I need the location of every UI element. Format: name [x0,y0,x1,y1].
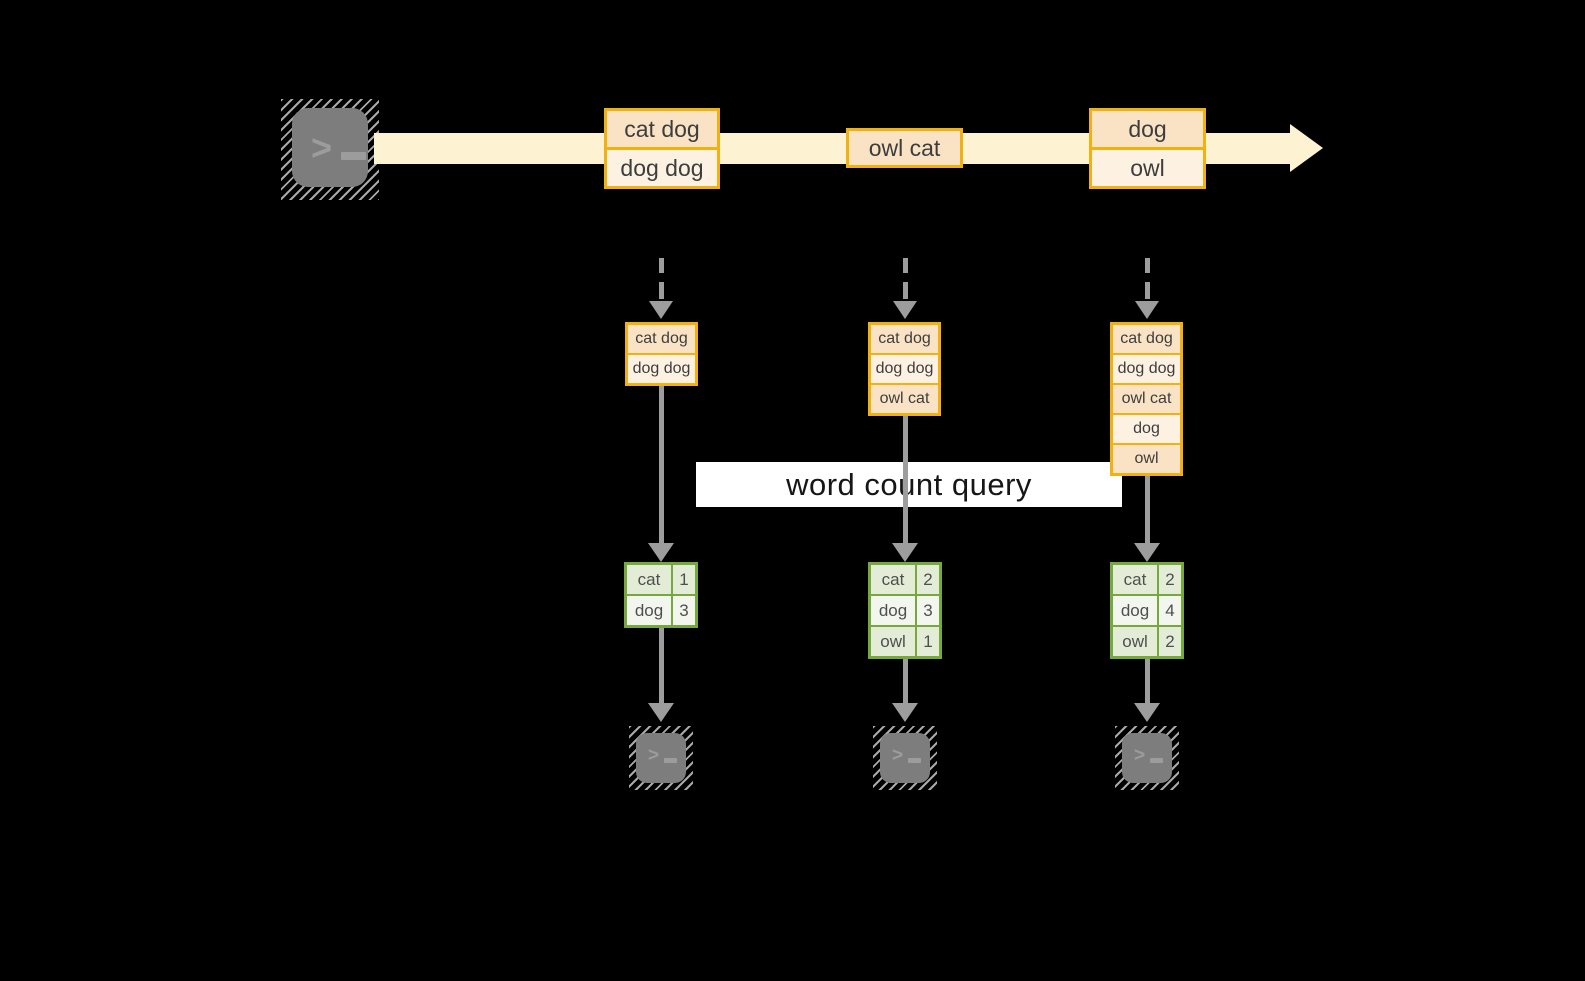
event-record: owl cat [849,131,960,165]
count-value: 1 [673,565,695,594]
count-value: 4 [1159,596,1181,625]
count-row: cat 2 [1113,565,1181,594]
count-value: 3 [673,596,695,625]
dashed-arrow-segment [659,282,664,299]
buffer-record: cat dog [871,325,938,353]
count-row: cat 2 [871,565,939,594]
prompt-cursor-icon [1150,758,1163,763]
flow-line [659,628,664,703]
prompt-chevron-icon: > [311,127,333,168]
terminal-source-body: > [292,108,368,187]
count-word: dog [1113,596,1157,625]
down-arrowhead-icon [1134,703,1160,722]
buffer-record: owl cat [1113,385,1180,413]
count-row: owl 1 [871,627,939,656]
dashed-arrow-segment [1145,258,1150,273]
count-row: dog 4 [1113,596,1181,625]
buffer-record: dog dog [1113,355,1180,383]
count-row: dog 3 [871,596,939,625]
count-word: owl [871,627,915,656]
count-table-1: cat 1 dog 3 [624,562,698,628]
flow-line [903,659,908,703]
down-arrowhead-icon [893,301,917,319]
buffer-record: dog dog [628,355,695,383]
flow-line [903,416,908,543]
event-record: owl [1092,150,1203,186]
count-value: 2 [917,565,939,594]
event-record: dog [1092,111,1203,147]
terminal-sink-body: > [880,733,930,783]
query-label: word count query [786,466,1032,502]
buffer-stack-1: cat dog dog dog [625,322,698,386]
down-arrowhead-icon [1134,543,1160,562]
buffer-record: dog [1113,415,1180,443]
buffer-record: dog dog [871,355,938,383]
down-arrowhead-icon [892,703,918,722]
count-value: 1 [917,627,939,656]
buffer-record: cat dog [628,325,695,353]
event-record: cat dog [607,111,717,147]
dashed-arrow-segment [903,258,908,273]
stream-event-box-2: owl cat [846,128,963,168]
stream-event-box-3: dog owl [1089,108,1206,189]
count-word: dog [871,596,915,625]
buffer-stack-2: cat dog dog dog owl cat [868,322,941,416]
down-arrowhead-icon [648,703,674,722]
stream-arrowhead-icon [1290,124,1323,172]
terminal-sink-icon: > [1115,726,1179,790]
count-word: dog [627,596,671,625]
prompt-chevron-icon: > [1134,745,1146,766]
dashed-arrow-segment [1145,282,1150,299]
count-word: owl [1113,627,1157,656]
count-table-3: cat 2 dog 4 owl 2 [1110,562,1184,659]
down-arrowhead-icon [892,543,918,562]
prompt-cursor-icon [664,758,677,763]
count-row: dog 3 [627,596,695,625]
down-arrowhead-icon [1135,301,1159,319]
prompt-chevron-icon: > [648,745,660,766]
terminal-sink-icon: > [629,726,693,790]
buffer-record: owl cat [871,385,938,413]
terminal-sink-body: > [636,733,686,783]
buffer-record: owl [1113,445,1180,473]
dashed-arrow-segment [903,282,908,299]
prompt-cursor-icon [341,152,366,160]
terminal-sink-icon: > [873,726,937,790]
flow-line [1145,659,1150,703]
prompt-chevron-icon: > [892,745,904,766]
down-arrowhead-icon [649,301,673,319]
count-value: 3 [917,596,939,625]
flow-line [1145,474,1150,543]
terminal-source-icon: > [281,99,379,200]
count-word: cat [871,565,915,594]
count-value: 2 [1159,565,1181,594]
flow-line [659,384,664,543]
prompt-cursor-icon [908,758,921,763]
query-label-band: word count query [696,462,1122,507]
count-word: cat [627,565,671,594]
count-word: cat [1113,565,1157,594]
count-row: owl 2 [1113,627,1181,656]
buffer-record: cat dog [1113,325,1180,353]
count-row: cat 1 [627,565,695,594]
count-value: 2 [1159,627,1181,656]
down-arrowhead-icon [648,543,674,562]
count-table-2: cat 2 dog 3 owl 1 [868,562,942,659]
dashed-arrow-segment [659,258,664,273]
event-record: dog dog [607,150,717,186]
buffer-stack-3: cat dog dog dog owl cat dog owl [1110,322,1183,476]
stream-event-box-1: cat dog dog dog [604,108,720,189]
terminal-sink-body: > [1122,733,1172,783]
